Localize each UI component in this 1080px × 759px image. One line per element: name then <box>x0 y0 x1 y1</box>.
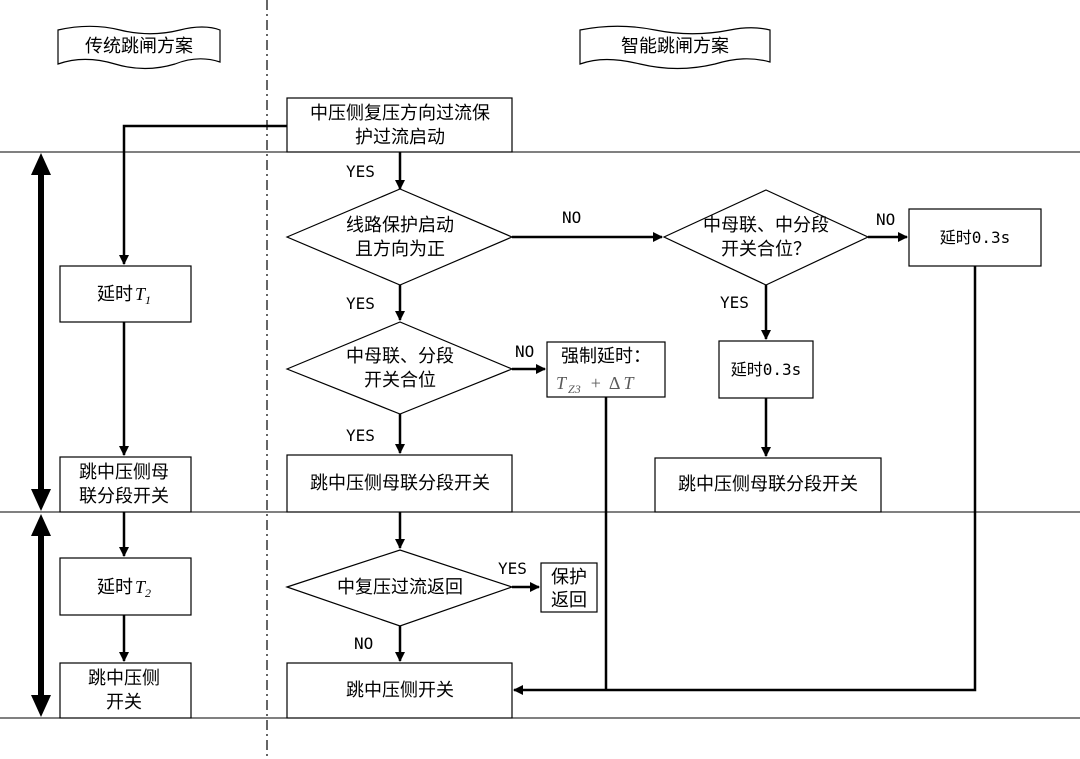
node-trip-mid-voltage-side <box>286 662 513 719</box>
decision-overcurrent-return <box>285 549 514 627</box>
decision-bus-coupler-closed <box>285 321 514 415</box>
traditional-trip-bus-line1: 跳中压侧母 <box>79 462 169 483</box>
traditional-trip-bus-line2: 联分段开关 <box>79 486 169 507</box>
protect-return-line2: 返回 <box>551 590 587 611</box>
forced-delay-delta: Δ <box>609 373 621 393</box>
t2-symbol: T <box>135 577 147 597</box>
delay-mid-label: 延时0.3s <box>731 360 802 379</box>
traditional-trip-side-line1: 跳中压侧 <box>88 668 160 689</box>
stage1-arrow-head-up <box>31 153 51 175</box>
node-traditional-trip-bus <box>59 456 192 513</box>
label-yes-d4: YES <box>498 559 527 578</box>
node-start-line1: 中压侧复压方向过流保 <box>310 103 490 124</box>
label-yes-d3: YES <box>720 293 749 312</box>
decision-d2-line1: 中母联、分段 <box>346 346 454 367</box>
trip-bus-right-label: 跳中压侧母联分段开关 <box>678 474 858 495</box>
decision-line-protection-start <box>285 188 514 286</box>
forced-delay-T: T <box>556 373 568 393</box>
forced-delay-T2: T <box>623 373 635 393</box>
traditional-scheme-banner <box>57 25 221 70</box>
t1-symbol: T <box>135 284 147 304</box>
label-yes-d1: YES <box>346 294 375 313</box>
decision-mid-bus-coupler-closed <box>662 189 870 286</box>
node-traditional-delay-t2 <box>59 557 192 616</box>
t2-prefix: 延时 <box>97 577 133 598</box>
stage2-arrow-head-down <box>31 695 51 717</box>
label-yes-start: YES <box>346 162 375 181</box>
node-start-line2: 护过流启动 <box>355 127 445 148</box>
forced-delay-plus: + <box>591 373 601 393</box>
t2-sub: 2 <box>145 586 151 600</box>
node-delay-0.3s-right <box>908 208 1042 267</box>
decision-d3-line2: 开关合位？ <box>721 239 811 260</box>
trip-side-label: 跳中压侧开关 <box>346 680 454 701</box>
stage2-arrow-head-up <box>31 514 51 536</box>
decision-d4-label: 中复压过流返回 <box>337 577 463 598</box>
connector-start-to-delay1 <box>119 124 287 265</box>
node-trip-bus-coupler-mid <box>286 454 513 513</box>
trip-bus-mid-label: 跳中压侧母联分段开关 <box>310 473 490 494</box>
connector-delay-to-trip-side <box>513 266 977 695</box>
traditional-scheme-title: 传统跳闸方案 <box>85 36 193 57</box>
node-delay-0.3s-mid <box>718 340 814 399</box>
node-trip-bus-coupler-right <box>654 457 882 513</box>
node-protection-return <box>540 562 598 613</box>
forced-delay-sub: Z3 <box>568 382 581 396</box>
decision-d1-line1: 线路保护启动 <box>346 215 454 236</box>
smart-scheme-banner <box>579 25 771 70</box>
node-traditional-trip-side <box>59 662 192 719</box>
stage1-arrow-head-down <box>31 489 51 511</box>
decision-d2-line2: 开关合位 <box>364 370 436 391</box>
node-forced-delay <box>546 341 666 398</box>
label-no-d1: NO <box>562 208 581 227</box>
label-yes-d2: YES <box>346 426 375 445</box>
protect-return-line1: 保护 <box>551 567 587 588</box>
delay-right-label: 延时0.3s <box>940 228 1011 247</box>
label-no-d4: NO <box>354 634 373 653</box>
decision-d3-line1: 中母联、中分段 <box>703 215 829 236</box>
t1-prefix: 延时 <box>97 284 133 305</box>
smart-scheme-title: 智能跳闸方案 <box>621 36 729 57</box>
traditional-trip-side-line2: 开关 <box>106 692 142 713</box>
t1-sub: 1 <box>145 293 151 307</box>
label-no-d2: NO <box>515 342 534 361</box>
label-no-d3: NO <box>876 210 895 229</box>
forced-delay-title: 强制延时： <box>561 346 651 367</box>
decision-d1-line2: 且方向为正 <box>355 239 445 260</box>
node-start <box>286 97 513 153</box>
node-traditional-delay-t1 <box>59 265 192 323</box>
